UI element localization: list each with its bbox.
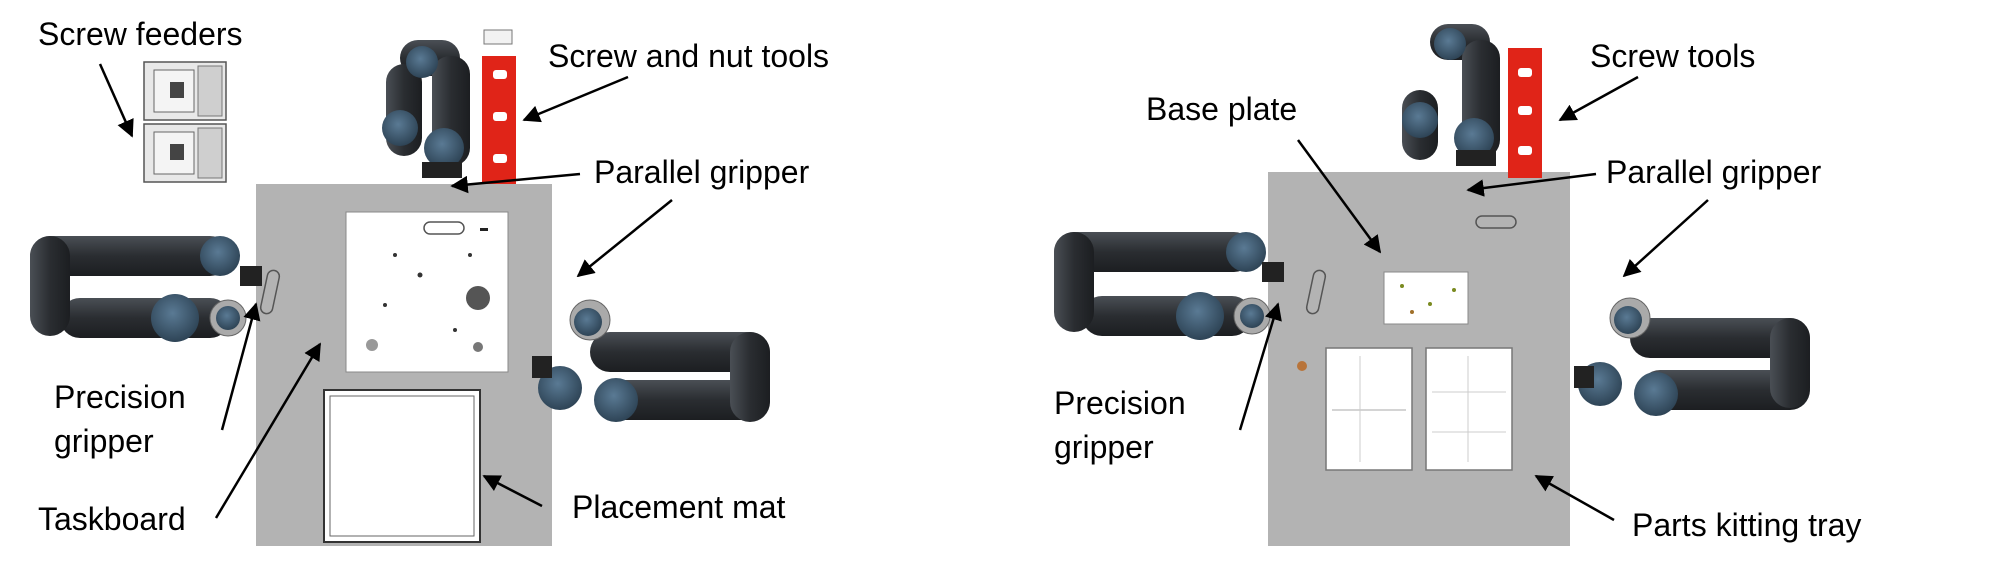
label-precision-gripper-line1: Precision bbox=[54, 379, 186, 415]
top-robot-arm bbox=[382, 40, 470, 178]
label-precision-gripper-right-line2: gripper bbox=[1054, 429, 1154, 465]
left-robot-arm-right bbox=[1054, 232, 1284, 340]
screw-and-nut-tool-holder bbox=[482, 29, 516, 184]
label-parallel-gripper-right: Parallel gripper bbox=[1606, 154, 1822, 190]
left-robot-arm bbox=[30, 236, 262, 342]
label-base-plate: Base plate bbox=[1146, 91, 1297, 127]
right-panel: Base plate Screw tools Parallel gripper … bbox=[1054, 24, 1861, 546]
placement-mat bbox=[323, 389, 481, 543]
label-precision-gripper-line2: gripper bbox=[54, 423, 154, 459]
screw-feeders bbox=[143, 61, 227, 183]
label-screw-and-nut-tools: Screw and nut tools bbox=[548, 38, 829, 74]
label-screw-tools: Screw tools bbox=[1590, 38, 1755, 74]
label-precision-gripper-right-line1: Precision bbox=[1054, 385, 1186, 421]
left-panel: Screw feeders Screw and nut tools Parall… bbox=[30, 16, 829, 546]
base-plate bbox=[1383, 271, 1469, 325]
right-robot-arm bbox=[532, 299, 770, 422]
screw-tool-holder bbox=[1508, 48, 1542, 178]
label-screw-feeders: Screw feeders bbox=[38, 16, 243, 52]
worktable-right bbox=[1268, 172, 1570, 546]
label-parts-kitting-tray: Parts kitting tray bbox=[1632, 507, 1861, 543]
taskboard bbox=[345, 211, 509, 373]
right-robot-arm-right bbox=[1574, 297, 1810, 416]
left-callout-arrows bbox=[98, 63, 673, 519]
label-parallel-gripper: Parallel gripper bbox=[594, 154, 810, 190]
top-robot-arm-right bbox=[1402, 24, 1500, 166]
label-taskboard: Taskboard bbox=[38, 501, 186, 537]
right-callout-arrows bbox=[1238, 75, 1709, 522]
parts-kitting-tray bbox=[1325, 347, 1513, 471]
label-placement-mat: Placement mat bbox=[572, 489, 786, 525]
